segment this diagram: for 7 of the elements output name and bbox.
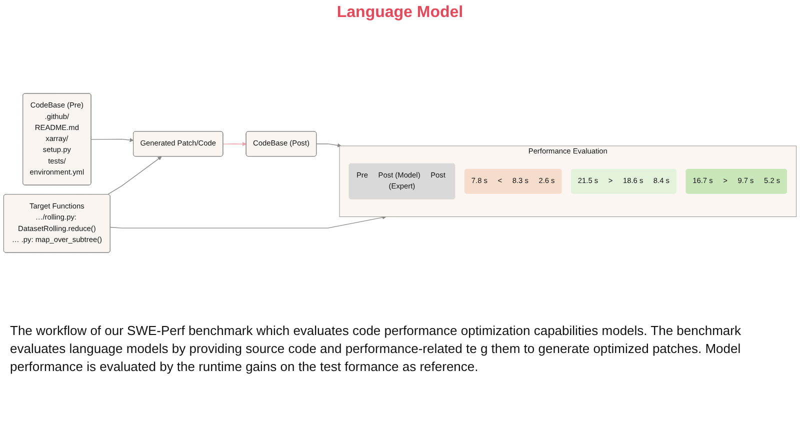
arrow: [316, 143, 342, 148]
heading-label: Language Model: [336, 4, 464, 21]
arrow: [107, 156, 162, 195]
arrow: [222, 142, 246, 146]
caption: The workflow of our SWE-Perf benchmark which evaluates code performance optimization capabilities models. The benchmark evaluates language models by providing source code and performance-related te g them to generate optimized patches. Model performance is evaluated by the runtime gains on the test formance as reference.: [10, 322, 742, 376]
arrow: [90, 138, 134, 142]
arrow: [110, 215, 386, 228]
